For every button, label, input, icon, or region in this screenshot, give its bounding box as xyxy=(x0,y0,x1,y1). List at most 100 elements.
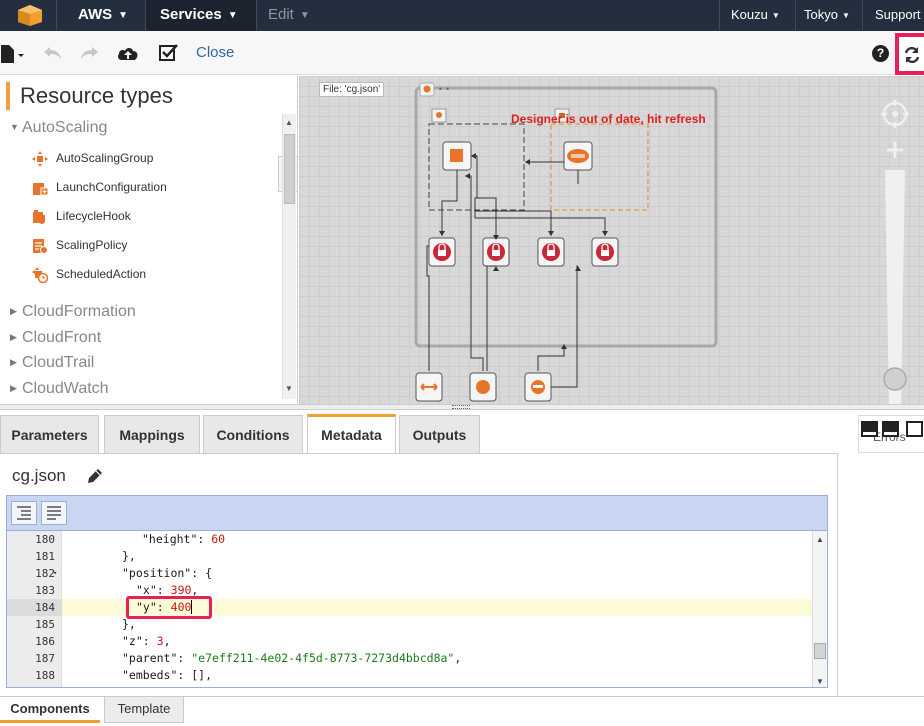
region-menu[interactable]: Tokyo▼ xyxy=(804,0,850,31)
line-number: 183 xyxy=(35,584,55,597)
editor-scrollbar[interactable]: ▲ ▼ xyxy=(812,531,827,687)
resource-group-cloudtrail[interactable]: ▶ CloudTrail xyxy=(10,354,94,372)
caret-right-icon: ▶ xyxy=(10,357,17,367)
caret-right-icon: ▶ xyxy=(10,306,17,316)
code-line: }, xyxy=(122,617,136,631)
errors-pane xyxy=(837,453,924,696)
resource-item-label: LifecycleHook xyxy=(56,209,131,223)
editor-tabs: Parameters Mappings Conditions Metadata … xyxy=(0,410,924,454)
scheduled-action-icon xyxy=(32,266,48,283)
resource-item-scalingpolicy[interactable]: ScalingPolicy xyxy=(32,236,127,254)
code-line: "x": 390, xyxy=(136,583,199,597)
undo-icon[interactable] xyxy=(42,43,64,63)
resource-item-autoscalinggroup[interactable]: AutoScalingGroup xyxy=(32,149,153,167)
resource-group-cloudfront[interactable]: ▶CloudFront xyxy=(10,329,101,347)
redo-icon[interactable] xyxy=(78,43,100,63)
new-file-icon[interactable] xyxy=(0,43,26,63)
fold-arrow-icon[interactable]: ▾ xyxy=(53,569,58,577)
pencil-edit-icon[interactable] xyxy=(86,467,104,485)
resource-item-launchconfiguration[interactable]: LaunchConfiguration xyxy=(32,178,167,196)
designer-outdated-warning: Designer is out of date, hit refresh xyxy=(511,112,706,126)
scroll-up-icon[interactable]: ▲ xyxy=(816,535,824,544)
edit-menu-label: Edit xyxy=(268,6,294,23)
cloud-upload-icon[interactable] xyxy=(116,43,140,63)
chevron-down-icon: ▼ xyxy=(771,11,780,20)
chevron-down-icon: ▼ xyxy=(227,10,238,21)
code-line: "y": 400 xyxy=(136,599,200,616)
resource-group-autoscaling[interactable]: ▼AutoScaling xyxy=(10,119,107,137)
resource-panel-scrollbar[interactable]: ▲ ▼ xyxy=(282,114,296,399)
aws-logo-icon[interactable] xyxy=(16,4,44,27)
bottom-tabs: Components Template xyxy=(0,696,924,726)
code-line: "z": 3, xyxy=(122,634,171,648)
user-menu[interactable]: Kouzu▼ xyxy=(731,0,780,31)
active-line-highlight xyxy=(62,599,812,616)
code-line: "height": 60 xyxy=(142,532,226,546)
aws-menu-label: AWS xyxy=(78,6,113,23)
caret-right-icon: ▶ xyxy=(10,383,17,393)
validate-checkbox-icon[interactable] xyxy=(158,43,180,63)
designer-canvas[interactable]: File: 'cg.json' • • xyxy=(299,76,924,406)
chevron-down-icon: ▼ xyxy=(118,10,129,21)
scroll-up-icon[interactable]: ▲ xyxy=(285,118,293,127)
code-line: }, xyxy=(122,549,136,563)
resource-group-label: CloudFront xyxy=(22,329,102,346)
tab-metadata[interactable]: Metadata xyxy=(307,414,396,454)
tab-parameters[interactable]: Parameters xyxy=(0,415,99,453)
errors-tab[interactable]: Errors xyxy=(858,415,924,453)
help-icon[interactable]: ? xyxy=(872,45,889,62)
tab-template[interactable]: Template xyxy=(104,697,184,723)
aws-menu[interactable]: AWS ▼ xyxy=(78,0,128,31)
resource-types-title: Resource types xyxy=(6,82,173,110)
region-menu-label: Tokyo xyxy=(804,7,838,22)
format-icon xyxy=(17,506,31,520)
resource-group-label: CloudTrail xyxy=(22,354,95,371)
template-filename: cg.json xyxy=(12,466,66,485)
chevron-down-icon: ▼ xyxy=(841,11,850,20)
scrollbar-thumb[interactable] xyxy=(284,134,295,204)
tab-components[interactable]: Components xyxy=(0,697,100,723)
refresh-button[interactable] xyxy=(895,33,924,75)
resource-group-cloudformation[interactable]: ▶CloudFormation xyxy=(10,303,136,321)
compact-icon xyxy=(47,506,61,520)
resource-item-label: ScheduledAction xyxy=(56,267,147,281)
chevron-down-icon: ▼ xyxy=(299,10,310,21)
json-code-editor[interactable]: 180 181 182▾ 183 184 185 186 187 188 "he… xyxy=(6,495,828,688)
resource-item-label: LaunchConfiguration xyxy=(56,180,167,194)
resource-group-label: AutoScaling xyxy=(22,119,108,136)
line-number: 187 xyxy=(35,652,55,665)
tab-conditions[interactable]: Conditions xyxy=(203,415,303,453)
line-number: 186 xyxy=(35,635,55,648)
scrollbar-thumb[interactable] xyxy=(814,643,826,659)
editor-toolbar xyxy=(7,496,827,531)
refresh-icon xyxy=(904,46,920,64)
highlight-annotation-box xyxy=(126,596,212,619)
code-content[interactable]: "height": 60 }, "position": { "x": 390, … xyxy=(62,531,812,687)
top-nav-bar: AWS▼ Services▼ Edit▼ Kouzu▼ Tokyo▼ Suppo… xyxy=(0,0,924,31)
resource-item-lifecyclehook[interactable]: LifecycleHook xyxy=(32,207,131,225)
user-menu-label: Kouzu xyxy=(731,7,768,22)
resource-group-label: CloudWatch xyxy=(22,380,109,397)
scroll-down-icon[interactable]: ▼ xyxy=(816,677,824,686)
scaling-policy-icon xyxy=(33,238,48,254)
format-button[interactable] xyxy=(11,501,37,525)
services-menu[interactable]: Services▼ xyxy=(160,0,238,31)
tab-outputs[interactable]: Outputs xyxy=(399,415,480,453)
file-label: File: 'cg.json' xyxy=(319,82,385,97)
scroll-down-icon[interactable]: ▼ xyxy=(285,384,293,393)
compact-button[interactable] xyxy=(41,501,67,525)
zoom-control[interactable] xyxy=(879,98,915,406)
support-menu[interactable]: Support xyxy=(875,7,921,22)
edit-menu[interactable]: Edit ▼ xyxy=(268,0,310,31)
tab-mappings[interactable]: Mappings xyxy=(104,415,200,453)
code-line: "position": { xyxy=(122,566,213,580)
line-number: 181 xyxy=(35,550,55,563)
close-button[interactable]: Close xyxy=(196,44,235,61)
launch-configuration-icon xyxy=(33,182,48,196)
pane-layout-icons[interactable] xyxy=(861,419,924,439)
resource-item-scheduledaction[interactable]: ScheduledAction xyxy=(32,265,146,283)
template-diagram[interactable]: • • xyxy=(299,76,879,406)
resource-group-cloudwatch[interactable]: ▶ CloudWatch xyxy=(10,380,109,398)
pane-resize-handle[interactable] xyxy=(0,404,924,410)
